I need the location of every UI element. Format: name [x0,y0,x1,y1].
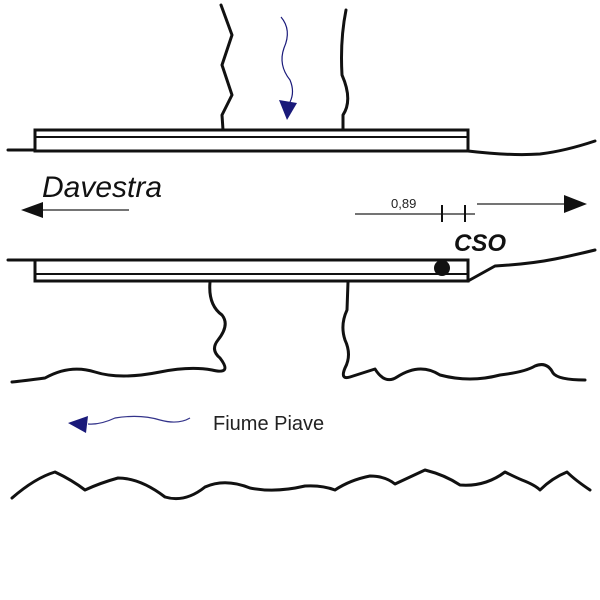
flow-arrow-left-icon [68,415,191,433]
cso-outfall-point [434,260,450,276]
lower-bank-left [10,280,227,384]
far-river-bank [10,468,592,501]
river-name-label: Fiume Piave [213,413,324,435]
lower-channel-wall [6,248,597,283]
flow-arrow-down-icon [279,16,297,120]
channel-name-label: Davestra [42,171,162,204]
upper-bank-right [340,8,350,132]
upper-bank-left [219,3,234,132]
arrow-left-icon [21,202,129,218]
lower-bank-right [341,280,587,382]
arrow-right-icon [477,195,587,213]
upper-channel-wall [6,128,597,157]
distance-label: 0,89 [391,196,416,211]
cso-label: CSO [454,230,506,257]
distance-marker [355,205,475,222]
